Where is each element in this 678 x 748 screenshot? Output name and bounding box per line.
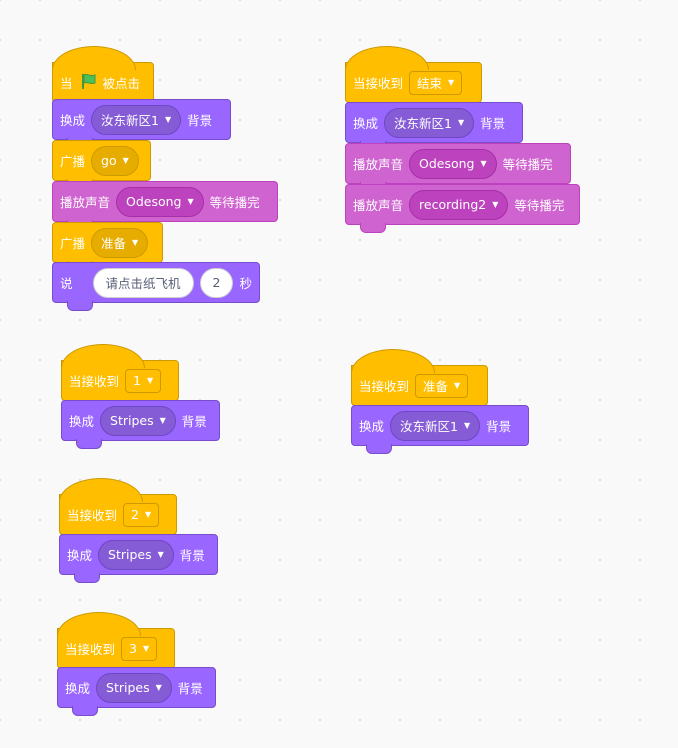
block-text: 等待播完	[209, 195, 260, 210]
when-receive-block[interactable]: 当接收到 2▼	[59, 478, 177, 535]
dropdown-value: 结束	[417, 76, 443, 91]
sound-dropdown[interactable]: Odesong ▼	[116, 186, 204, 217]
seconds-input[interactable]: 2	[199, 267, 234, 298]
broadcast-block[interactable]: 广播 go ▼	[52, 140, 151, 189]
caret-down-icon: ▼	[463, 420, 471, 430]
block-text: 背景	[177, 681, 203, 696]
dropdown-value: 准备	[423, 379, 449, 394]
block-text: 播放声音	[60, 195, 111, 210]
block-text: 换成	[359, 419, 385, 434]
message-dropdown[interactable]: 准备 ▼	[415, 373, 469, 398]
play-sound-until-done-block[interactable]: 播放声音 recording2 ▼ 等待播完	[345, 184, 580, 233]
caret-down-icon: ▼	[159, 415, 166, 425]
block-text: 当	[60, 76, 73, 91]
message-dropdown[interactable]: 2▼	[123, 502, 160, 527]
broadcast-block[interactable]: 广播 准备 ▼	[52, 222, 163, 271]
dropdown-value: 3	[129, 641, 137, 656]
dropdown-value: 汝东新区1	[101, 113, 159, 128]
dropdown-value: go	[101, 153, 117, 168]
switch-backdrop-block[interactable]: 换成 汝东新区1 ▼ 背景	[52, 99, 231, 148]
dropdown-value: 汝东新区1	[394, 116, 452, 131]
block-text: 播放声音	[353, 198, 404, 213]
dropdown-value: 2	[131, 507, 139, 522]
block-text: 等待播完	[502, 157, 553, 172]
backdrop-dropdown[interactable]: Stripes ▼	[96, 672, 172, 703]
dropdown-value: Odesong	[419, 156, 475, 171]
dropdown-value: recording2	[419, 197, 487, 212]
backdrop-dropdown[interactable]: Stripes ▼	[98, 539, 174, 570]
block-text: 当接收到	[69, 374, 120, 389]
say-for-secs-block[interactable]: 说 请点击纸飞机 2 秒	[52, 262, 260, 311]
caret-down-icon: ▼	[492, 199, 499, 209]
message-dropdown[interactable]: 结束 ▼	[409, 70, 463, 95]
dropdown-value: Stripes	[108, 547, 152, 562]
caret-down-icon: ▼	[144, 509, 152, 519]
caret-down-icon: ▼	[142, 643, 150, 653]
block-text: 秒	[239, 276, 252, 291]
when-receive-block[interactable]: 当接收到 1▼	[61, 344, 179, 401]
switch-backdrop-block[interactable]: 换成 Stripes ▼ 背景	[61, 400, 220, 449]
block-text: 广播	[60, 236, 86, 251]
dropdown-value: 准备	[101, 236, 127, 251]
switch-backdrop-block[interactable]: 换成 汝东新区1 ▼ 背景	[351, 405, 529, 454]
say-text-input[interactable]: 请点击纸飞机	[92, 267, 194, 298]
block-text: 说	[60, 276, 73, 291]
message-dropdown[interactable]: 3▼	[121, 636, 158, 661]
caret-down-icon: ▼	[157, 549, 164, 559]
caret-down-icon: ▼	[187, 196, 194, 206]
when-flag-clicked-block[interactable]: 当 被点击	[52, 46, 154, 103]
when-receive-block[interactable]: 当接收到 3▼	[57, 612, 175, 669]
block-text: 换成	[69, 414, 95, 429]
block-text: 背景	[480, 116, 506, 131]
switch-backdrop-block[interactable]: 换成 Stripes ▼ 背景	[59, 534, 218, 583]
block-text: 被点击	[102, 76, 141, 91]
when-receive-block[interactable]: 当接收到 准备 ▼	[351, 349, 488, 406]
block-text: 背景	[179, 548, 205, 563]
play-sound-until-done-block[interactable]: 播放声音 Odesong ▼ 等待播完	[345, 143, 571, 192]
dropdown-value: 1	[133, 373, 141, 388]
block-text: 换成	[60, 113, 86, 128]
backdrop-dropdown[interactable]: 汝东新区1 ▼	[384, 107, 475, 138]
block-text: 当接收到	[67, 508, 118, 523]
backdrop-dropdown[interactable]: 汝东新区1 ▼	[91, 104, 182, 135]
caret-down-icon: ▼	[122, 155, 129, 165]
message-dropdown[interactable]: 准备 ▼	[91, 227, 149, 258]
caret-down-icon: ▼	[146, 375, 154, 385]
block-text: 广播	[60, 154, 86, 169]
block-text: 背景	[486, 419, 512, 434]
green-flag-icon	[79, 72, 97, 93]
sound-dropdown[interactable]: recording2 ▼	[409, 189, 509, 220]
dropdown-value: Stripes	[110, 413, 154, 428]
play-sound-until-done-block[interactable]: 播放声音 Odesong ▼ 等待播完	[52, 181, 278, 230]
block-text: 当接收到	[65, 642, 116, 657]
block-text: 换成	[353, 116, 379, 131]
sound-dropdown[interactable]: Odesong ▼	[409, 148, 497, 179]
block-text: 当接收到	[359, 379, 410, 394]
caret-down-icon: ▼	[448, 77, 455, 87]
block-text: 背景	[187, 113, 213, 128]
dropdown-value: Stripes	[106, 680, 150, 695]
backdrop-dropdown[interactable]: 汝东新区1 ▼	[390, 410, 481, 441]
caret-down-icon: ▼	[457, 117, 465, 127]
backdrop-dropdown[interactable]: Stripes ▼	[100, 405, 176, 436]
when-receive-block[interactable]: 当接收到 结束 ▼	[345, 46, 482, 103]
switch-backdrop-block[interactable]: 换成 汝东新区1 ▼ 背景	[345, 102, 523, 151]
switch-backdrop-block[interactable]: 换成 Stripes ▼ 背景	[57, 667, 216, 716]
dropdown-value: Odesong	[126, 194, 182, 209]
block-text: 换成	[67, 548, 93, 563]
caret-down-icon: ▼	[164, 114, 172, 124]
block-text: 背景	[181, 414, 207, 429]
block-text: 换成	[65, 681, 91, 696]
dropdown-value: 汝东新区1	[400, 419, 458, 434]
block-text: 当接收到	[353, 76, 404, 91]
message-dropdown[interactable]: go ▼	[91, 145, 139, 176]
block-text: 等待播完	[514, 198, 565, 213]
caret-down-icon: ▼	[155, 682, 162, 692]
caret-down-icon: ▼	[454, 380, 461, 390]
caret-down-icon: ▼	[132, 237, 139, 247]
caret-down-icon: ▼	[480, 158, 487, 168]
message-dropdown[interactable]: 1▼	[125, 368, 162, 393]
block-text: 播放声音	[353, 157, 404, 172]
